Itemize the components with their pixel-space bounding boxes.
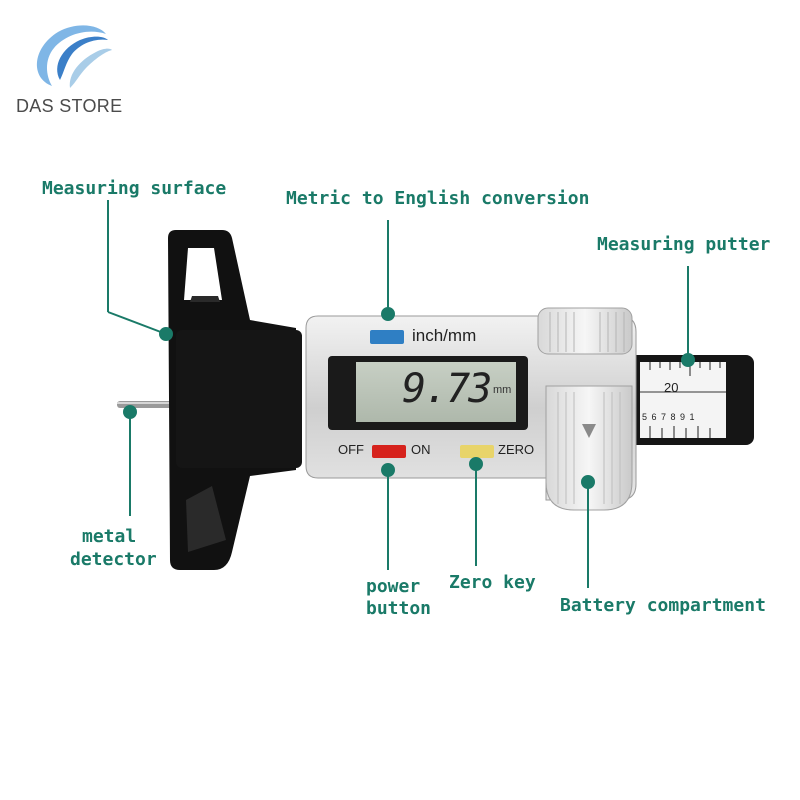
black-handle <box>168 230 302 570</box>
leader-measuring-surface <box>107 200 173 341</box>
lcd-reading: 9.73 <box>402 366 492 412</box>
leader-zero-key <box>469 457 483 566</box>
inch-mm-label: inch/mm <box>412 326 477 345</box>
zero-button[interactable] <box>460 445 494 458</box>
zero-label: ZERO <box>498 442 535 457</box>
globe-swoosh-logo-icon <box>36 25 112 88</box>
inch-mm-button[interactable] <box>370 330 404 344</box>
scale-number: 20 <box>664 380 679 395</box>
callout-zero-key: Zero key <box>449 572 536 593</box>
off-label: OFF <box>338 442 364 457</box>
leader-metric-conversion <box>381 220 395 321</box>
leader-measuring-putter <box>681 266 695 367</box>
callout-battery-compartment: Battery compartment <box>560 595 766 616</box>
on-label: ON <box>411 442 431 457</box>
callout-metal-detector-line2: detector <box>70 549 157 570</box>
callout-metric-conversion: Metric to English conversion <box>286 188 590 209</box>
callout-metal-detector-line1: metal <box>82 526 137 547</box>
lcd-unit: mm <box>493 384 512 396</box>
callout-measuring-putter: Measuring putter <box>597 234 771 255</box>
brand-name: DAS STORE <box>16 96 123 116</box>
leader-battery-compartment <box>581 475 595 588</box>
leader-power-button <box>381 463 395 570</box>
scale-digits: 5 6 7 8 9 1 <box>642 412 696 422</box>
leader-metal-detector <box>123 405 137 516</box>
callout-measuring-surface: Measuring surface <box>42 178 227 199</box>
callout-power-button-line2: button <box>366 598 432 619</box>
power-button[interactable] <box>372 445 406 458</box>
silver-body <box>305 307 637 511</box>
callout-power-button-line1: power <box>366 576 421 597</box>
measuring-rule <box>606 355 754 445</box>
